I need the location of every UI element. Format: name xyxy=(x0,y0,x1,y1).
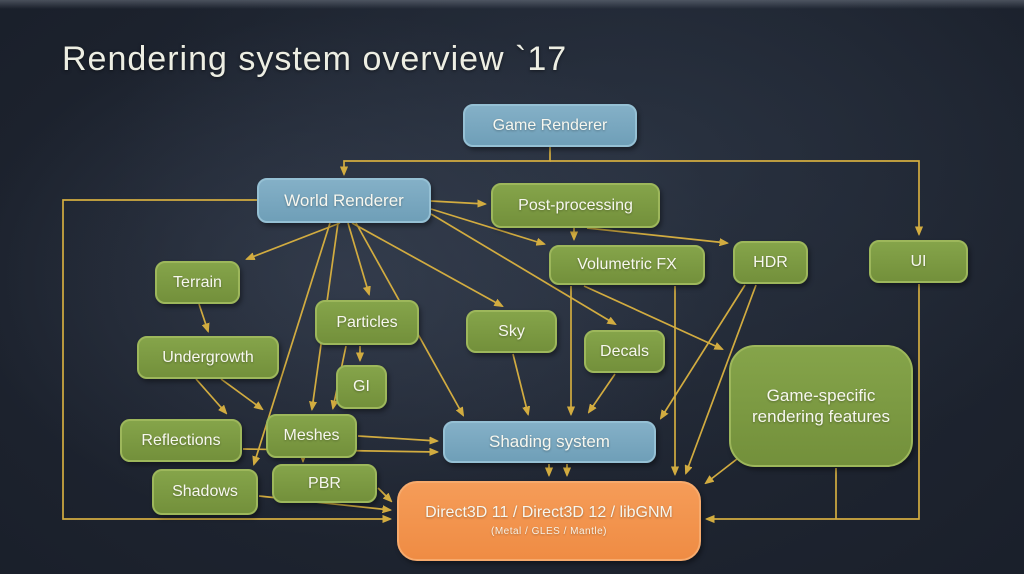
node-label: Game Renderer xyxy=(492,116,608,134)
slide-title: Rendering system overview `17 xyxy=(62,40,568,78)
node-undergrowth: Undergrowth xyxy=(137,336,279,379)
node-shading-system: Shading system xyxy=(443,421,656,463)
node-world-renderer: World Renderer xyxy=(257,178,431,223)
edge-undergrowth-to-reflections xyxy=(195,378,226,413)
node-label: Sky xyxy=(498,322,525,340)
node-label: HDR xyxy=(753,253,788,271)
node-terrain: Terrain xyxy=(155,261,240,304)
node-direct3d: Direct3D 11 / Direct3D 12 / libGNM (Metal… xyxy=(397,481,701,561)
node-volumetric-fx: Volumetric FX xyxy=(549,245,705,285)
edge-game-renderer-to-ui xyxy=(550,160,919,234)
edge-game-renderer-to-world-renderer xyxy=(344,146,551,174)
node-pbr: PBR xyxy=(272,464,377,503)
node-label: Undergrowth xyxy=(162,348,254,366)
node-post-processing: Post-processing xyxy=(491,183,660,228)
edge-volumetric-fx-to-game-specific xyxy=(583,285,722,349)
node-label: Direct3D 11 / Direct3D 12 / libGNM xyxy=(425,504,673,522)
node-shadows: Shadows xyxy=(152,469,258,515)
node-label: Game-specific rendering features xyxy=(752,385,890,426)
edge-ui-to-direct3d xyxy=(707,284,920,519)
edge-decals-to-shading-system xyxy=(589,373,616,412)
edge-post-processing-to-hdr xyxy=(586,227,727,243)
node-label: UI xyxy=(910,252,927,270)
edge-world-renderer-to-sky xyxy=(351,222,502,306)
node-label: Decals xyxy=(600,342,649,360)
edge-game-specific-to-direct3d xyxy=(706,458,738,483)
node-reflections: Reflections xyxy=(120,419,242,462)
node-label: Volumetric FX xyxy=(577,256,677,273)
edge-world-renderer-to-direct3d xyxy=(62,199,390,519)
edge-undergrowth-to-meshes xyxy=(220,378,262,409)
edge-meshes-to-shading-system xyxy=(357,435,437,441)
node-particles: Particles xyxy=(315,300,419,345)
edge-world-renderer-to-volumetric-fx xyxy=(430,208,544,244)
edge-hdr-to-direct3d xyxy=(686,284,757,473)
node-label: Meshes xyxy=(283,427,340,444)
node-label: Post-processing xyxy=(518,196,633,214)
edge-sky-to-shading-system xyxy=(512,353,528,414)
edge-world-renderer-to-post-processing xyxy=(430,201,485,204)
node-game-specific: Game-specific rendering features xyxy=(729,345,913,467)
node-label: GI xyxy=(353,378,370,395)
node-label: PBR xyxy=(308,474,341,492)
node-label: Particles xyxy=(336,313,398,331)
node-game-renderer: Game Renderer xyxy=(463,104,637,147)
node-sublabel: (Metal / GLES / Mantle) xyxy=(491,526,607,538)
node-sky: Sky xyxy=(466,310,557,353)
edge-world-renderer-to-terrain xyxy=(247,222,341,259)
node-label: World Renderer xyxy=(284,190,404,210)
node-label: Reflections xyxy=(141,431,221,449)
node-hdr: HDR xyxy=(733,241,808,284)
edge-world-renderer-to-decals xyxy=(430,213,615,324)
node-label: Shading system xyxy=(489,432,610,452)
edge-world-renderer-to-particles xyxy=(347,222,369,294)
node-ui: UI xyxy=(869,240,968,283)
node-gi: GI xyxy=(336,365,387,409)
edge-pbr-to-direct3d xyxy=(377,487,391,501)
edge-terrain-to-undergrowth xyxy=(198,303,208,331)
node-decals: Decals xyxy=(584,330,665,373)
node-label: Terrain xyxy=(173,273,222,291)
node-label: Shadows xyxy=(172,483,238,500)
node-meshes: Meshes xyxy=(266,414,357,458)
